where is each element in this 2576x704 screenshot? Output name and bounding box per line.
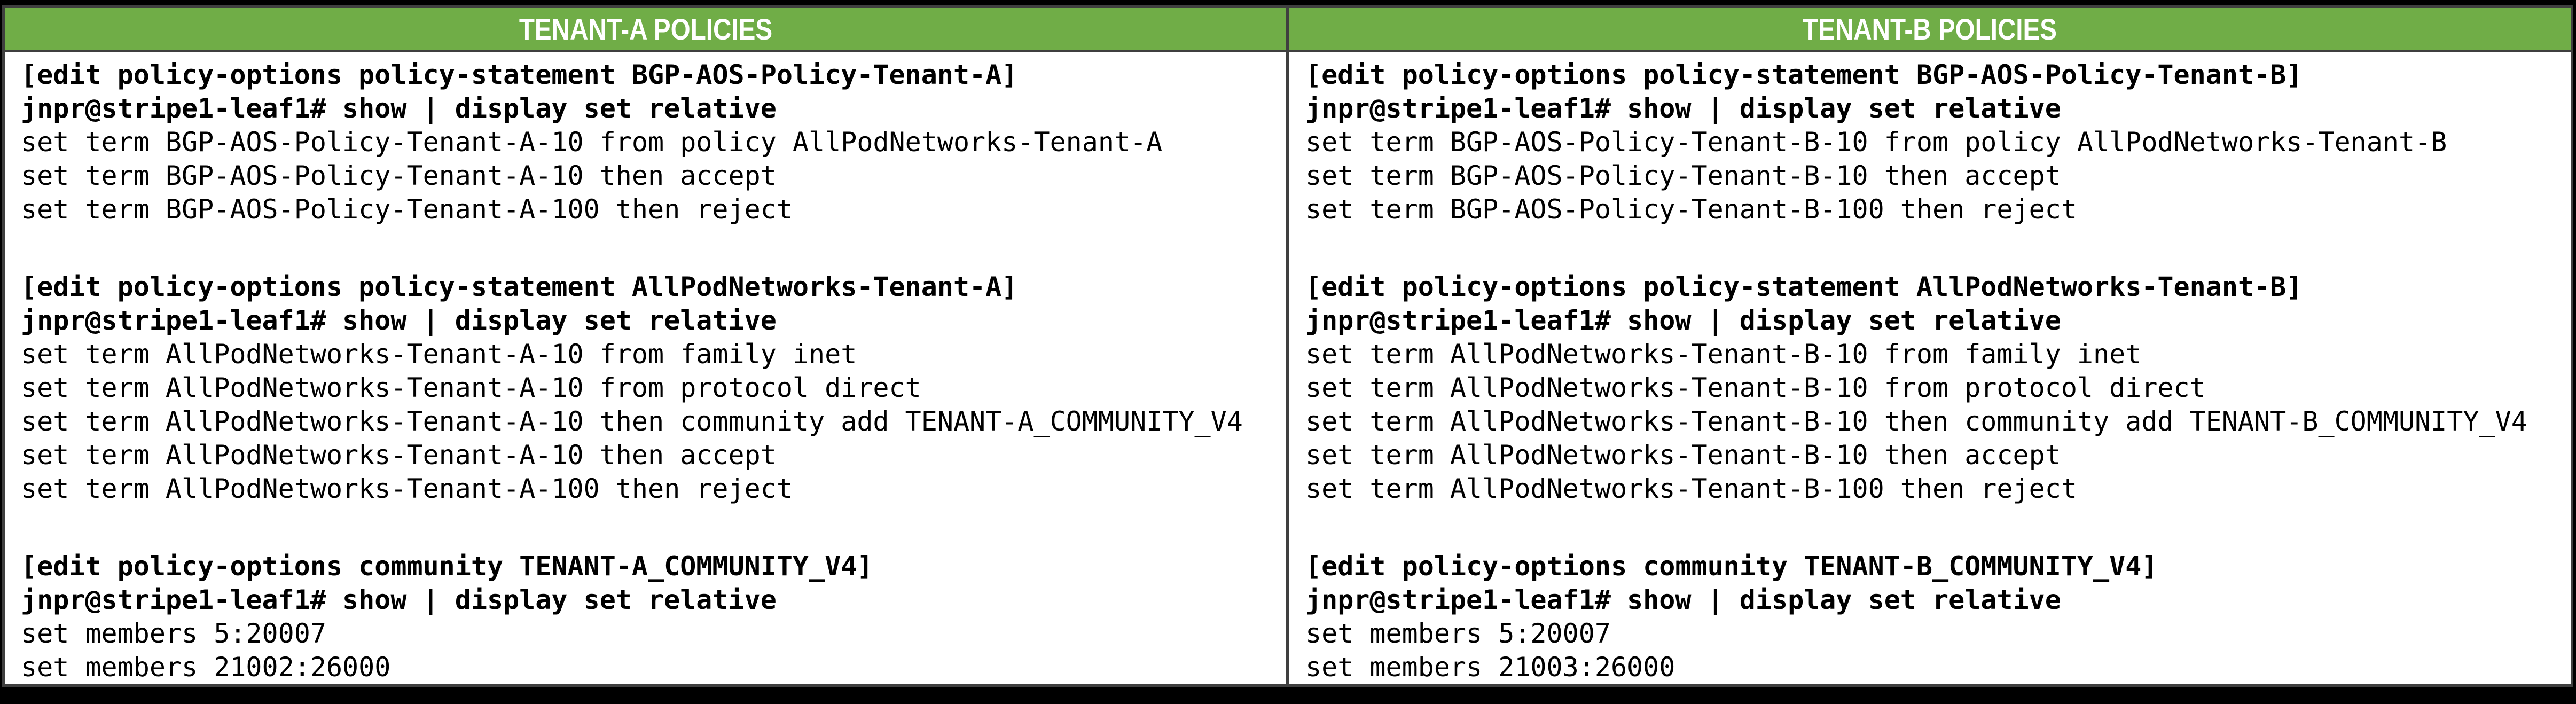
cli-line: set term AllPodNetworks-Tenant-A-10 from… (21, 339, 857, 370)
cli-line: [edit policy-options policy-statement Al… (21, 271, 1018, 302)
cli-line: jnpr@stripe1-leaf1# show | display set r… (21, 93, 777, 124)
cli-line: set members 21002:26000 (21, 652, 391, 683)
cli-line: set members 5:20007 (21, 618, 326, 649)
cli-line: set term AllPodNetworks-Tenant-B-100 the… (1305, 473, 2077, 504)
tenant-b-header-label: TENANT-B POLICIES (1803, 12, 2057, 46)
cli-line: jnpr@stripe1-leaf1# show | display set r… (1305, 584, 2061, 615)
cli-line: set members 21003:26000 (1305, 652, 1675, 683)
cli-line: jnpr@stripe1-leaf1# show | display set r… (21, 305, 777, 336)
tenant-b-header: TENANT-B POLICIES (1289, 8, 2571, 52)
cli-line: jnpr@stripe1-leaf1# show | display set r… (1305, 305, 2061, 336)
cli-line: [edit policy-options policy-statement Al… (1305, 271, 2303, 302)
cli-line: [edit policy-options community TENANT-B_… (1305, 551, 2158, 582)
cli-line: set term AllPodNetworks-Tenant-B-10 then… (1305, 440, 2061, 471)
cli-line: [edit policy-options policy-statement BG… (21, 59, 1018, 90)
tenant-a-cli-output: [edit policy-options policy-statement BG… (5, 52, 1286, 684)
tenant-b-column: TENANT-B POLICIES [edit policy-options p… (1286, 8, 2571, 684)
cli-line: set term BGP-AOS-Policy-Tenant-B-100 the… (1305, 194, 2077, 225)
cli-line: jnpr@stripe1-leaf1# show | display set r… (21, 584, 777, 615)
cli-line: [edit policy-options policy-statement BG… (1305, 59, 2303, 90)
cli-line: set term BGP-AOS-Policy-Tenant-A-10 from… (21, 127, 1163, 158)
tenant-a-header-label: TENANT-A POLICIES (519, 12, 772, 46)
cli-line (21, 506, 1286, 550)
cli-line: jnpr@stripe1-leaf1# show | display set r… (1305, 93, 2061, 124)
cli-line: set members 5:20007 (1305, 618, 1611, 649)
cli-line: [edit policy-options community TENANT-A_… (21, 551, 873, 582)
cli-line: set term AllPodNetworks-Tenant-A-10 then… (21, 440, 777, 471)
cli-line (1305, 226, 2571, 270)
cli-line: set term AllPodNetworks-Tenant-A-100 the… (21, 473, 793, 504)
cli-line: set term AllPodNetworks-Tenant-B-10 from… (1305, 372, 2206, 403)
cli-line: set term AllPodNetworks-Tenant-A-10 from… (21, 372, 921, 403)
cli-line: set term BGP-AOS-Policy-Tenant-B-10 then… (1305, 160, 2061, 191)
cli-line: set term BGP-AOS-Policy-Tenant-A-10 then… (21, 160, 777, 191)
cli-line: set term BGP-AOS-Policy-Tenant-B-10 from… (1305, 127, 2447, 158)
cli-line: set term BGP-AOS-Policy-Tenant-A-100 the… (21, 194, 793, 225)
cli-line (1305, 506, 2571, 550)
cli-line: set term AllPodNetworks-Tenant-B-10 then… (1305, 406, 2527, 437)
tenant-a-column: TENANT-A POLICIES [edit policy-options p… (5, 8, 1286, 684)
cli-line: set term AllPodNetworks-Tenant-B-10 from… (1305, 339, 2142, 370)
tenant-a-header: TENANT-A POLICIES (5, 8, 1286, 52)
cli-line (21, 226, 1286, 270)
tenant-b-cli-output: [edit policy-options policy-statement BG… (1289, 52, 2571, 684)
cli-line: set term AllPodNetworks-Tenant-A-10 then… (21, 406, 1243, 437)
tenant-policies-table: TENANT-A POLICIES [edit policy-options p… (2, 5, 2573, 687)
